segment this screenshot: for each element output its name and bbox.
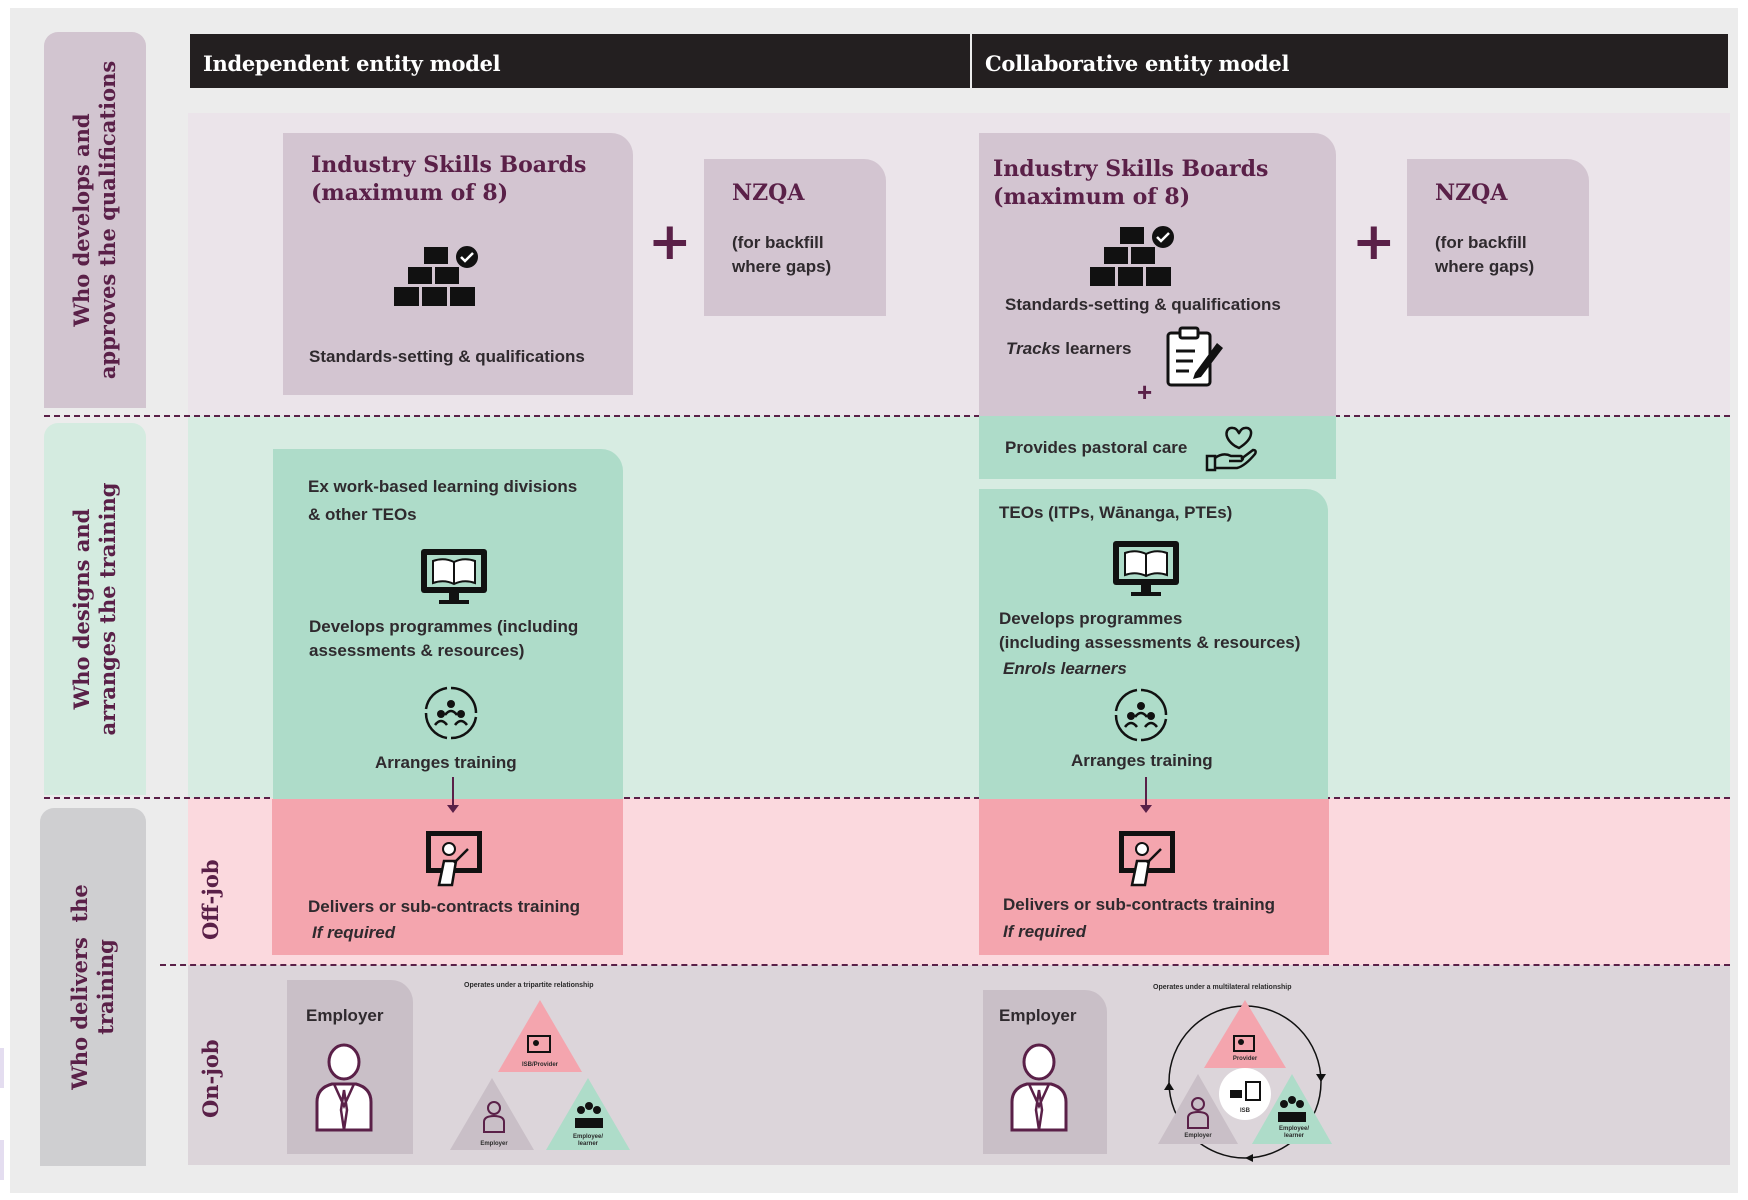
arrow-down-icon bbox=[1140, 805, 1152, 813]
employer-person-icon bbox=[314, 1043, 374, 1137]
arrow-line bbox=[452, 777, 454, 809]
cycle-right-label: Employee/ learner bbox=[1278, 1126, 1309, 1139]
building-blocks-check-icon bbox=[393, 244, 493, 314]
arranges-training: Arranges training bbox=[375, 753, 517, 772]
nzqa-note: (for backfill where gaps) bbox=[732, 233, 832, 276]
cycle-top-label: Provider bbox=[1232, 1056, 1258, 1062]
nzqa-title: NZQA bbox=[1435, 180, 1508, 206]
separator-line bbox=[160, 964, 1730, 966]
on-job-band bbox=[188, 965, 1730, 1165]
if-required: If required bbox=[312, 923, 396, 942]
employer-label: Employer bbox=[999, 1006, 1077, 1025]
collaborative-nzqa-card: NZQA (for backfill where gaps) bbox=[1407, 159, 1589, 316]
edge-mark bbox=[0, 1140, 4, 1180]
nzqa-title: NZQA bbox=[732, 180, 805, 206]
pastoral-care-card: Provides pastoral care bbox=[979, 416, 1336, 479]
off-job-label: Off-job bbox=[198, 859, 223, 940]
multilateral-cycle-diagram: Provider ISB Employer Employee/ learner bbox=[1158, 998, 1332, 1163]
triangle-left-label: Employer bbox=[480, 1141, 508, 1147]
if-required: If required bbox=[1003, 922, 1087, 941]
heart-hand-icon bbox=[1205, 424, 1259, 477]
employer-person-icon bbox=[1009, 1043, 1069, 1137]
independent-teo-card: Ex work-based learning divisions & other… bbox=[273, 449, 623, 799]
triangle-right-label: Employee/ learner bbox=[572, 1134, 603, 1147]
independent-employer-card: Employer bbox=[287, 980, 413, 1154]
people-cycle-icon bbox=[1111, 687, 1171, 748]
enrols-learners: Enrols learners bbox=[1003, 659, 1127, 678]
edge-mark bbox=[0, 1048, 4, 1088]
teo-title: Ex work-based learning divisions & other… bbox=[308, 477, 578, 524]
independent-nzqa-card: NZQA (for backfill where gaps) bbox=[704, 159, 886, 316]
develops-programmes: Develops programmes (including assessmen… bbox=[999, 609, 1301, 652]
tripartite-triangle-diagram: ISB/Provider Employer Employee/ learner bbox=[448, 998, 630, 1159]
employer-label: Employer bbox=[306, 1006, 384, 1025]
plus-icon: + bbox=[648, 212, 692, 272]
delivers-training: Delivers or sub-contracts training bbox=[308, 897, 581, 916]
row-label-qualifications-box: Who develops and approves the qualificat… bbox=[44, 32, 146, 408]
separator-line bbox=[44, 415, 1730, 417]
learners-word: learners bbox=[1060, 339, 1132, 358]
presenter-board-icon bbox=[424, 829, 484, 892]
collaborative-employer-card: Employer bbox=[983, 990, 1107, 1154]
tripartite-caption: Operates under a tripartite relationship bbox=[464, 982, 594, 989]
on-job-label: On-job bbox=[198, 1039, 223, 1118]
presenter-board-icon bbox=[1117, 829, 1177, 892]
arrow-line bbox=[1145, 777, 1147, 809]
tracks-word: Tracks bbox=[1006, 339, 1061, 358]
row-label-training: Who designs and arranges the training bbox=[69, 482, 120, 736]
tracks-learners: Tracks learners bbox=[1006, 337, 1131, 361]
row-label-delivers: Who delivers the training bbox=[67, 884, 118, 1090]
pastoral-care-label: Provides pastoral care bbox=[1005, 438, 1188, 457]
cycle-left-label: Employer bbox=[1184, 1133, 1212, 1139]
header-independent: Independent entity model bbox=[190, 34, 970, 88]
separator-line bbox=[44, 797, 1730, 799]
develops-programmes: Develops programmes (including assessmen… bbox=[309, 617, 579, 660]
row-label-delivers-box: Who delivers the training bbox=[40, 808, 146, 1166]
collaborative-isb-card: Industry Skills Boards (maximum of 8) St… bbox=[979, 133, 1336, 416]
plus-icon: + bbox=[1352, 212, 1396, 272]
isb-title: Industry Skills Boards (maximum of 8) bbox=[993, 156, 1269, 210]
triangle-top-label: ISB/Provider bbox=[521, 1062, 558, 1068]
header-collaborative: Collaborative entity model bbox=[972, 34, 1728, 88]
independent-delivery-card: Delivers or sub-contracts training If re… bbox=[272, 777, 623, 955]
multilateral-caption: Operates under a multilateral relationsh… bbox=[1153, 984, 1292, 991]
nzqa-note: (for backfill where gaps) bbox=[1435, 233, 1535, 276]
cycle-center-label: ISB bbox=[1239, 1108, 1250, 1114]
teo-title: TEOs (ITPs, Wānanga, PTEs) bbox=[999, 503, 1233, 522]
isb-role: Standards-setting & qualifications bbox=[309, 347, 585, 366]
arranges-training: Arranges training bbox=[1071, 751, 1213, 770]
collaborative-teo-card: TEOs (ITPs, Wānanga, PTEs) Develops prog… bbox=[979, 489, 1328, 799]
people-cycle-icon bbox=[421, 685, 481, 746]
small-plus-icon: + bbox=[1137, 377, 1153, 407]
isb-title: Industry Skills Boards (maximum of 8) bbox=[311, 152, 587, 206]
monitor-book-icon bbox=[1111, 539, 1181, 604]
arrow-down-icon bbox=[447, 805, 459, 813]
row-label-qualifications: Who develops and approves the qualificat… bbox=[69, 60, 120, 380]
monitor-book-icon bbox=[419, 547, 489, 612]
independent-isb-card: Industry Skills Boards (maximum of 8) St… bbox=[283, 133, 633, 395]
delivers-training: Delivers or sub-contracts training bbox=[1003, 895, 1276, 914]
building-blocks-check-icon bbox=[1089, 224, 1189, 294]
isb-role: Standards-setting & qualifications bbox=[1005, 295, 1281, 314]
clipboard-pencil-icon bbox=[1165, 325, 1225, 394]
row-label-training-box: Who designs and arranges the training bbox=[44, 423, 146, 795]
collaborative-delivery-card: Delivers or sub-contracts training If re… bbox=[979, 777, 1329, 955]
